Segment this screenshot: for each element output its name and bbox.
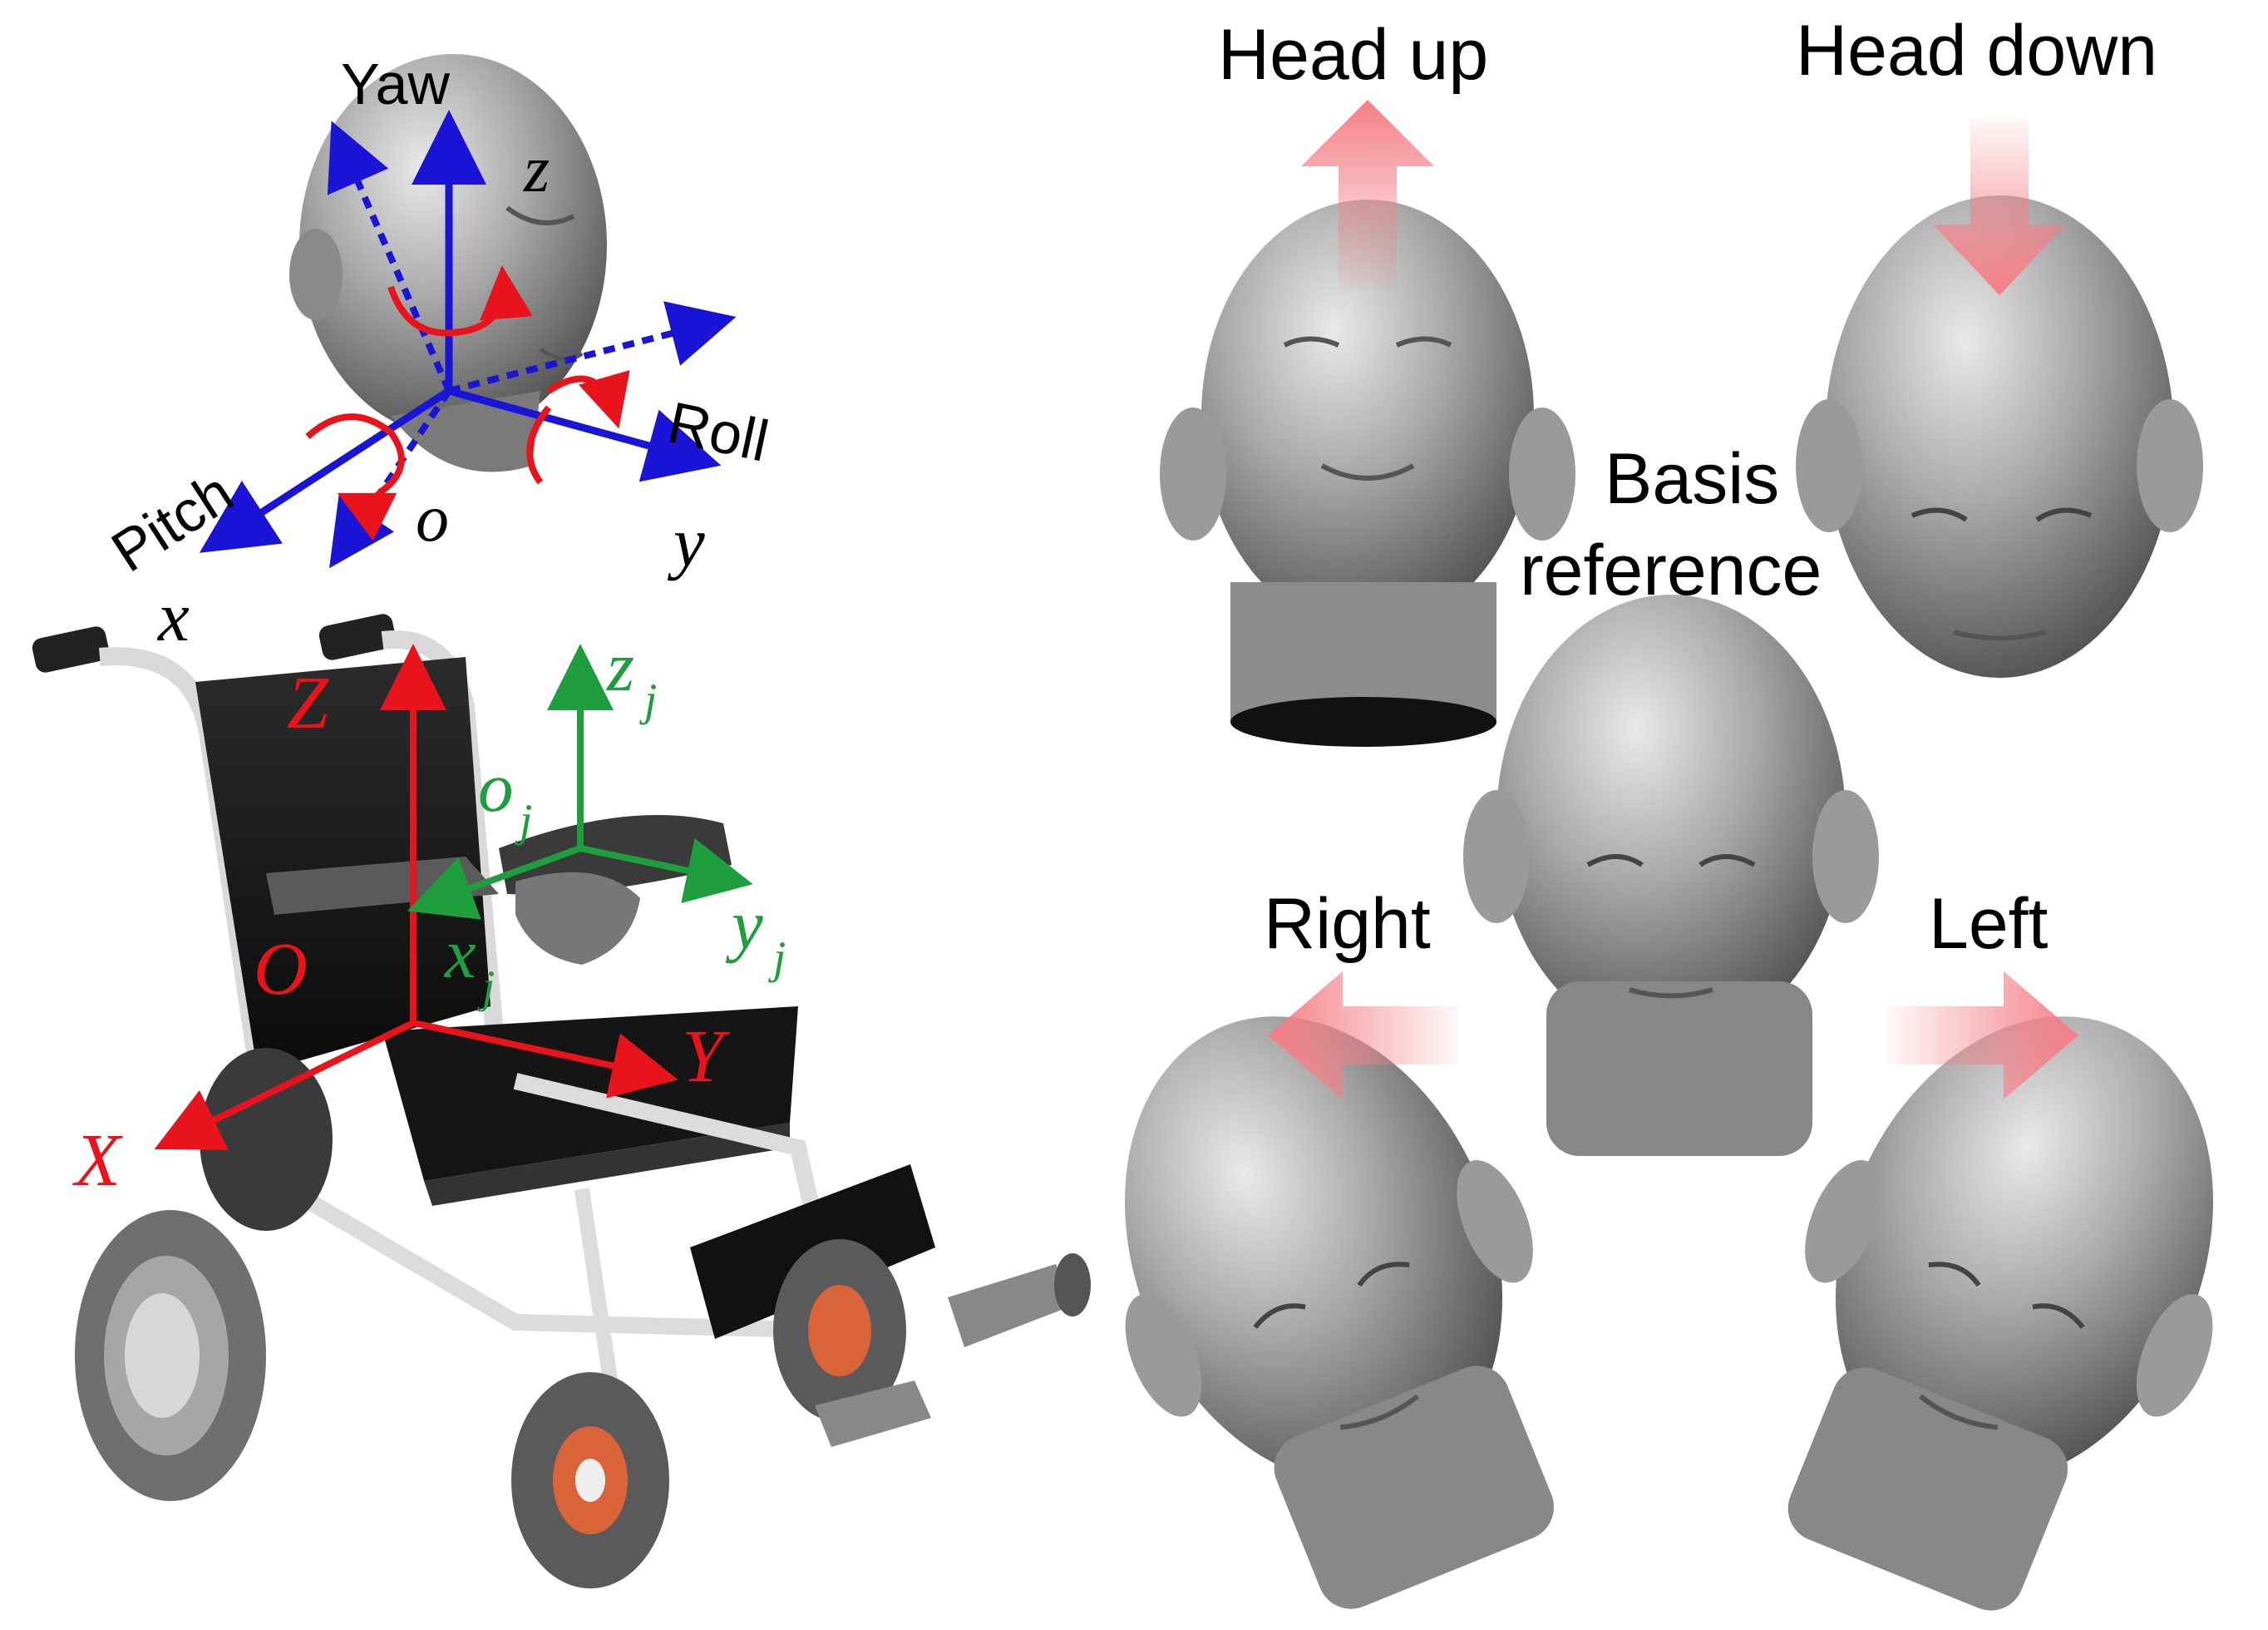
svg-text:x: x xyxy=(443,915,476,993)
svg-text:j: j xyxy=(477,961,495,1012)
right-label: Right xyxy=(1264,884,1431,964)
basis-label-line1: Basis xyxy=(1605,439,1779,519)
joystick-x-label: x j xyxy=(443,915,495,1012)
roll-label: Roll xyxy=(663,389,774,473)
svg-text:y: y xyxy=(725,886,763,964)
wheelchair-panel: Z O X Y z j o j x j y j xyxy=(32,614,1091,1588)
head-down-pose: Head down xyxy=(1796,11,2203,678)
basis-label-line2: reference xyxy=(1520,531,1822,610)
left-label: Left xyxy=(1929,884,2049,964)
pitch-rotation-arrow xyxy=(305,413,405,541)
pitch-axis xyxy=(199,388,451,553)
pitch-label: Pitch xyxy=(101,459,244,584)
head-axes-panel: Yaw z Roll Pitch o y x xyxy=(101,52,774,656)
head-up-label: Head up xyxy=(1218,15,1488,95)
world-X-axis xyxy=(154,1020,415,1150)
head-up-arrow xyxy=(1301,100,1434,291)
world-X-label: X xyxy=(72,1119,123,1202)
z-axis-label: z xyxy=(523,133,550,206)
joystick-y-axis xyxy=(579,837,753,904)
world-Z-label: Z xyxy=(287,662,329,744)
world-O-label: O xyxy=(254,928,308,1010)
head-poses-panel: Head up Head down Basis reference xyxy=(1124,11,2214,1611)
x-axis-label: x xyxy=(156,578,190,656)
joystick-y-label: y j xyxy=(725,886,786,983)
head-down-label: Head down xyxy=(1796,11,2157,91)
svg-text:z: z xyxy=(606,628,634,706)
origin-o-label: o xyxy=(416,482,449,556)
head-up-pose: Head up xyxy=(1160,15,1575,747)
yaw-label: Yaw xyxy=(341,52,450,116)
right-arrow xyxy=(1268,971,1459,1099)
svg-text:j: j xyxy=(515,795,532,846)
svg-text:o: o xyxy=(478,748,514,827)
basis-reference-pose: Basis reference xyxy=(1463,439,1879,1156)
svg-text:j: j xyxy=(768,932,786,983)
joystick-z-label: z j xyxy=(606,628,657,725)
left-arrow xyxy=(1887,971,2078,1099)
roll-rotation-arrow xyxy=(526,378,615,485)
left-pose: Left xyxy=(1787,884,2214,1611)
head-down-arrow xyxy=(1933,116,2066,295)
right-pose: Right xyxy=(1124,884,1554,1609)
world-Y-axis xyxy=(412,1020,678,1099)
joystick-x-axis xyxy=(407,845,582,920)
wheelchair-image xyxy=(32,614,1091,1588)
rotated-y-axis xyxy=(448,301,737,394)
world-Y-label: Y xyxy=(682,1015,731,1098)
y-axis-label: y xyxy=(667,503,705,581)
joystick-o-label: o j xyxy=(478,748,532,846)
yaw-rotation-arrow xyxy=(387,265,533,337)
rotated-z-axis xyxy=(327,121,452,393)
svg-text:j: j xyxy=(639,674,657,725)
